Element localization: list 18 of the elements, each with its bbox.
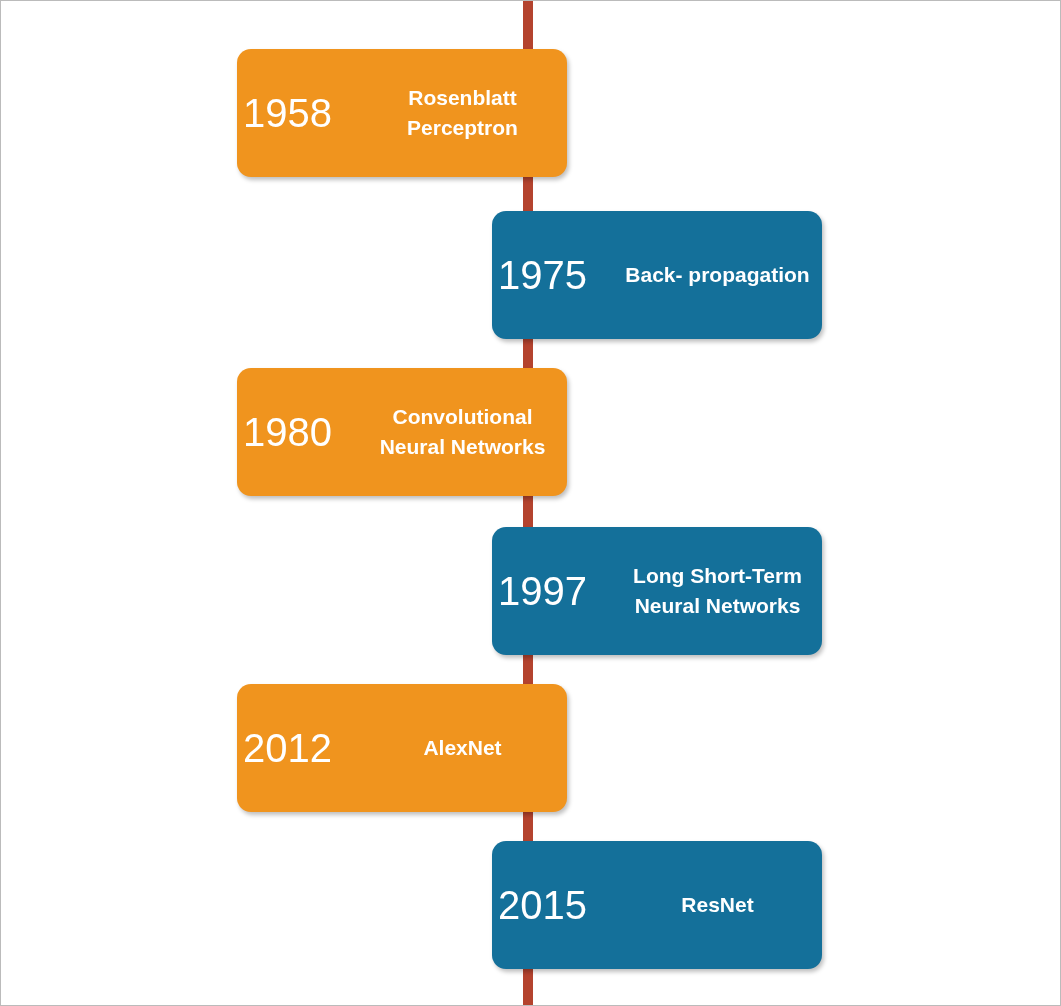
year-label: 1980 bbox=[243, 409, 333, 455]
event-label: AlexNet bbox=[422, 734, 503, 761]
event-label: ResNet bbox=[680, 891, 755, 918]
event-label: Back- propagation bbox=[624, 261, 811, 288]
year-label: 1997 bbox=[498, 568, 588, 614]
year-label: 2015 bbox=[498, 882, 588, 928]
event-label: Long Short-Term Neural Networks bbox=[632, 562, 803, 619]
timeline-box bbox=[492, 211, 822, 339]
year-label: 1975 bbox=[498, 252, 588, 298]
year-label: 2012 bbox=[243, 725, 333, 771]
timeline-box bbox=[492, 527, 822, 655]
timeline-box bbox=[492, 841, 822, 969]
timeline-box bbox=[237, 49, 567, 177]
timeline-box bbox=[237, 684, 567, 812]
event-label: Convolutional Neural Networks bbox=[378, 403, 547, 460]
year-label: 1958 bbox=[243, 90, 333, 136]
timeline-box bbox=[237, 368, 567, 496]
event-label: Rosenblatt Perceptron bbox=[406, 84, 519, 141]
